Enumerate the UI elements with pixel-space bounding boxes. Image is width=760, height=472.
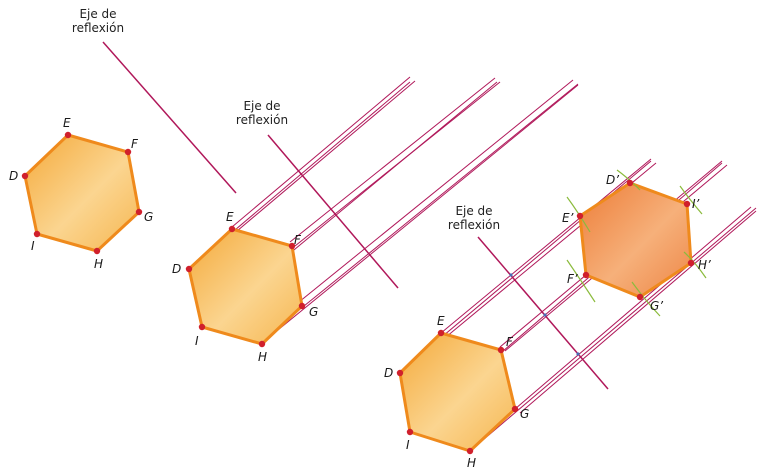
vertex-label-G: G: [520, 407, 529, 421]
vertex-label-D: D: [9, 169, 18, 183]
vertex-label-I: I: [406, 438, 410, 452]
vertex-label-H: H: [258, 350, 267, 364]
vertex-points: [21, 131, 143, 255]
vertex-label-I: I: [31, 239, 35, 253]
vertex-label-I-prime: I’: [692, 197, 700, 211]
hexagon-reflected: [578, 181, 693, 299]
vertex-label-G: G: [309, 305, 318, 319]
vertex-label-F-prime: F’: [567, 272, 578, 286]
vertex-label-E: E: [437, 314, 445, 328]
panel-3: Eje de reflexión E’ D’ I’ H’: [384, 158, 757, 470]
vertex-label-G: G: [144, 210, 153, 224]
vertex-label-D: D: [172, 262, 181, 276]
vertex-label-D-prime: D’: [606, 173, 619, 187]
vertex-label-F: F: [294, 233, 302, 247]
hexagon-original: [187, 227, 304, 346]
vertex-points: [185, 225, 306, 348]
vertex-points: [576, 179, 695, 301]
vertex-label-E-prime: E’: [562, 211, 574, 225]
axis-caption-line2: reflexión: [236, 113, 288, 127]
axis-caption-line1: Eje de: [243, 99, 280, 113]
vertex-label-H: H: [467, 456, 476, 470]
vertex-label-H: H: [94, 257, 103, 271]
vertex-label-E: E: [226, 210, 234, 224]
axis-intersection-marks: [509, 273, 580, 356]
hexagon-original: [23, 133, 141, 253]
reflection-axis: [267, 134, 399, 289]
vertex-label-E: E: [63, 116, 71, 130]
panel-2: Eje de reflexión E F G H I D: [172, 76, 579, 364]
vertex-label-G-prime: G’: [650, 299, 663, 313]
axis-caption-line1: Eje de: [455, 204, 492, 218]
reflection-axis: [477, 236, 609, 390]
vertex-label-I: I: [195, 334, 199, 348]
perpendicular-lines: [189, 76, 579, 344]
panel-1: Eje de reflexión E F G H I D: [9, 7, 237, 271]
vertex-label-F: F: [506, 335, 514, 349]
vertex-points: [396, 329, 519, 455]
axis-caption-line2: reflexión: [72, 21, 124, 35]
vertex-label-H-prime: H’: [698, 258, 711, 272]
axis-caption-line2: reflexión: [448, 218, 500, 232]
vertex-label-D: D: [384, 366, 393, 380]
reflection-axis: [102, 41, 237, 194]
axis-caption-line1: Eje de: [79, 7, 116, 21]
compass-arcs: [566, 169, 707, 317]
vertex-label-F: F: [131, 137, 139, 151]
hexagon-original: [398, 331, 517, 453]
